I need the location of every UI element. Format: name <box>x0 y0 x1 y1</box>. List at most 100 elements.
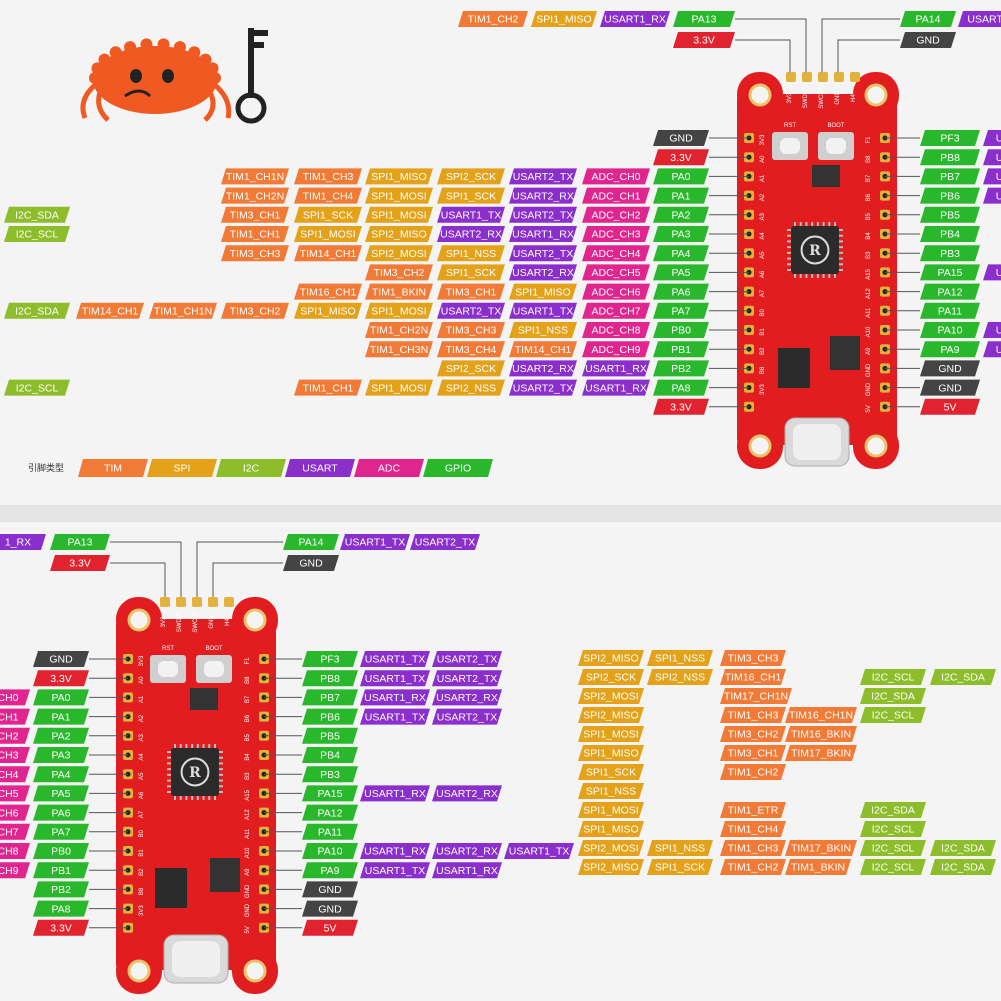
silkscreen-label: GND <box>866 363 872 377</box>
mcu-chip <box>171 748 219 796</box>
svg-text:ADC_CH5: ADC_CH5 <box>591 267 640 279</box>
func-spi2-sck: SPI2_SCK <box>437 168 505 185</box>
svg-text:TIM3_CH2: TIM3_CH2 <box>230 306 281 318</box>
svg-text:SPI1_MISO: SPI1_MISO <box>583 824 638 836</box>
svg-text:TIM17_BKIN: TIM17_BKIN <box>791 843 851 855</box>
svg-text:TIM16_CH1: TIM16_CH1 <box>725 672 782 684</box>
svg-text:USART1_TX: USART1_TX <box>365 865 426 877</box>
func-tim1-ch3: TIM1_CH3 <box>294 168 362 185</box>
svg-text:TIM3_CH3: TIM3_CH3 <box>446 325 497 337</box>
svg-text:CH8: CH8 <box>0 846 19 858</box>
svg-text:SPI2_NSS: SPI2_NSS <box>655 672 705 684</box>
svg-text:I2C_SCL: I2C_SCL <box>16 229 59 241</box>
func-usart2-rx: USART2_RX <box>432 785 502 802</box>
silkscreen-label: A7 <box>760 289 766 297</box>
mcu-chip <box>791 226 839 274</box>
svg-text:CH9: CH9 <box>0 865 19 877</box>
svg-text:USART1_RX: USART1_RX <box>436 865 498 877</box>
svg-text:PA1: PA1 <box>51 711 70 723</box>
svg-text:ADC_CH0: ADC_CH0 <box>591 171 640 183</box>
svg-text:1_RX: 1_RX <box>5 537 31 549</box>
svg-text:USART1_RX: USART1_RX <box>364 692 426 704</box>
svg-text:USART1_RX: USART1_RX <box>512 229 574 241</box>
svg-text:PA2: PA2 <box>51 731 70 743</box>
func-usart1-rx: USART1_RX <box>582 360 650 377</box>
func-usart1-rx: USART1_RX <box>360 843 430 859</box>
func-tim16-bkin: TIM16_BKIN <box>785 726 857 742</box>
func-usart-truncated: US <box>983 168 1001 185</box>
svg-text:US: US <box>996 190 1001 202</box>
svg-text:US: US <box>996 152 1001 164</box>
func-usart1-tx: USART1_TX <box>437 206 505 223</box>
silkscreen-label: RST <box>784 123 796 129</box>
svg-text:PA3: PA3 <box>51 750 70 762</box>
silkscreen-label: B7 <box>245 695 251 703</box>
func-spi2-nss: SPI2_NSS <box>437 379 505 396</box>
pin-pb6-right: PB6 <box>920 187 980 204</box>
svg-text:TIM1_CH2N: TIM1_CH2N <box>226 190 284 202</box>
func-usart1-truncated: USART1 <box>958 11 1001 27</box>
silkscreen-label: H4 <box>225 618 231 626</box>
mounting-hole <box>864 434 888 458</box>
func-i2c-sda: I2C_SDA <box>930 840 996 856</box>
func-usart1-tx: USART1_TX <box>504 843 574 859</box>
func-usart2-tx: USART2_TX <box>432 708 502 725</box>
silkscreen-label: B3 <box>866 251 872 259</box>
swd-pad <box>160 597 170 607</box>
svg-text:GND: GND <box>49 654 73 666</box>
swd-pad <box>818 72 828 82</box>
silkscreen-label: A1 <box>139 695 145 703</box>
func-spi2-mosi: SPI2_MOSI <box>578 840 644 856</box>
func-i2c-sda: I2C_SDA <box>930 859 996 875</box>
ldo-chip <box>830 336 860 370</box>
svg-text:PA15: PA15 <box>318 788 343 800</box>
func-usart2-rx: USART2_RX <box>509 187 577 204</box>
func-tim3-ch1: TIM3_CH1 <box>720 745 786 761</box>
legend-i2c: I2C <box>216 459 286 477</box>
svg-text:ADC: ADC <box>378 463 401 475</box>
svg-text:TIM16_CH1: TIM16_CH1 <box>300 286 357 298</box>
pin-pa10-right: PA10 <box>920 322 980 338</box>
chip-logo-text: R <box>809 243 821 259</box>
svg-text:I2C_SCL: I2C_SCL <box>16 382 59 394</box>
silkscreen-label: 3V3 <box>787 92 793 103</box>
pin-3-3v-left: 3.3V <box>653 149 709 166</box>
svg-text:TIM1_CH2: TIM1_CH2 <box>728 862 779 874</box>
svg-text:I2C_SCL: I2C_SCL <box>872 862 915 874</box>
func-i2c-scl: I2C_SCL <box>860 859 926 875</box>
svg-text:USART2_RX: USART2_RX <box>440 229 502 241</box>
svg-text:CH6: CH6 <box>0 807 19 819</box>
svg-text:USART2_TX: USART2_TX <box>513 248 574 260</box>
svg-text:PB0: PB0 <box>51 846 71 858</box>
svg-text:TIM3_CH2: TIM3_CH2 <box>728 729 779 741</box>
rust-crab-mascot <box>80 38 232 122</box>
silkscreen-label: A5 <box>760 251 766 259</box>
svg-text:TIM1_BKIN: TIM1_BKIN <box>372 286 426 298</box>
legend-tim: TIM <box>78 459 148 477</box>
func-i2c-sda: I2C_SDA <box>4 302 70 319</box>
pin-pa4-left: PA4 <box>33 766 89 783</box>
svg-text:PA8: PA8 <box>51 903 70 915</box>
svg-text:TIM1_CH2: TIM1_CH2 <box>468 14 519 26</box>
svg-text:USART1_RX: USART1_RX <box>585 382 647 394</box>
silkscreen-label: 3V3 <box>139 905 145 916</box>
svg-text:PB2: PB2 <box>51 884 71 896</box>
pin-3-3v-left: 3.3V <box>33 919 89 936</box>
func-spi1-mosi: SPI1_MOSI <box>365 379 433 396</box>
func-usart2-tx: USART2_TX <box>509 206 577 223</box>
func-tim1-ch2n: TIM1_CH2N <box>221 187 289 204</box>
svg-text:SPI2_MOSI: SPI2_MOSI <box>371 248 426 260</box>
svg-text:PA1: PA1 <box>671 190 690 202</box>
func-tim1-ch4: TIM1_CH4 <box>294 187 362 204</box>
svg-text:SPI2_MISO: SPI2_MISO <box>583 653 638 665</box>
func-usart2-tx: USART2_TX <box>432 651 502 667</box>
mounting-hole <box>243 608 267 632</box>
func-adc-ch6: CH6 <box>0 804 30 821</box>
svg-text:PA3: PA3 <box>671 229 690 241</box>
svg-text:I2C_SCL: I2C_SCL <box>872 710 915 722</box>
svg-text:5V: 5V <box>324 923 337 935</box>
svg-text:SPI1_MISO: SPI1_MISO <box>536 14 591 26</box>
svg-text:3.3V: 3.3V <box>69 558 91 570</box>
legend-usart: USART <box>285 459 355 477</box>
func-spi1-mosi: SPI1_MOSI <box>578 726 644 742</box>
